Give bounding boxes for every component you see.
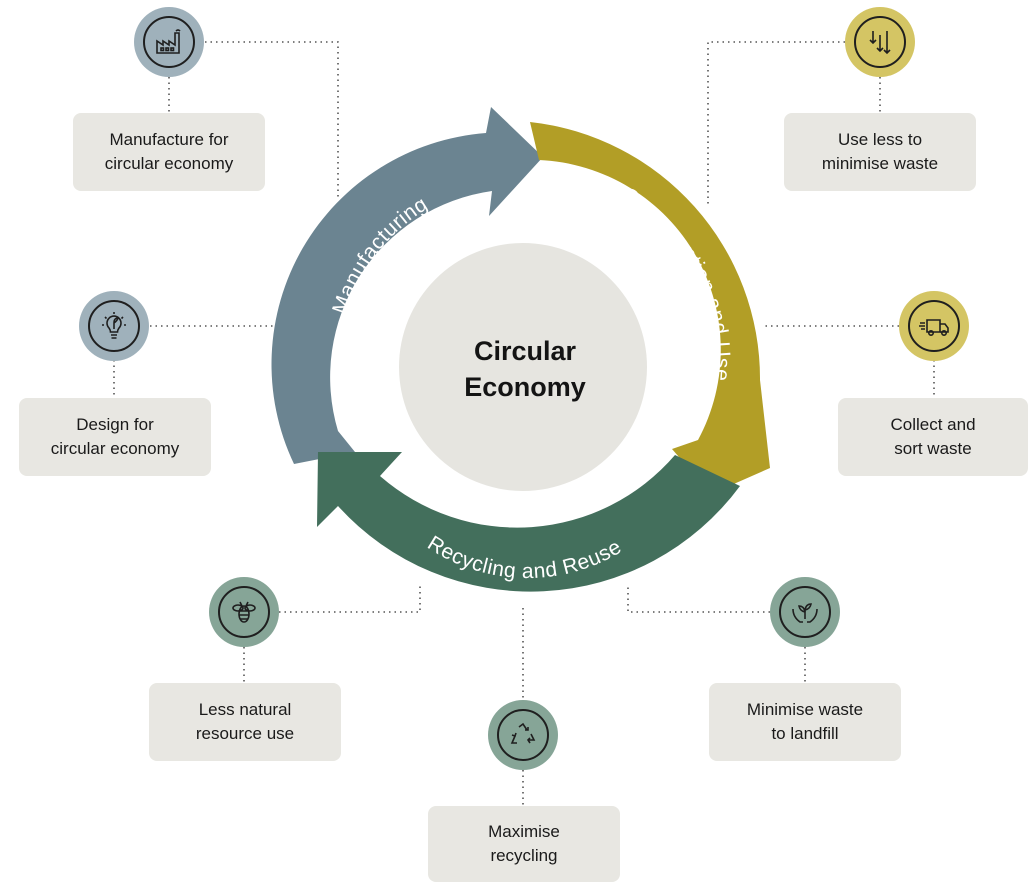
manufacture-line1: Manufacture for xyxy=(109,130,229,149)
factory-icon xyxy=(156,29,181,54)
manufacturing-arrow xyxy=(271,107,543,464)
less-resource-line2: resource use xyxy=(195,724,295,743)
collect-line2: sort waste xyxy=(894,439,972,458)
design-badge xyxy=(79,291,149,361)
hands-plant-icon xyxy=(792,603,818,623)
collect-badge xyxy=(899,291,969,361)
connector-less-resource xyxy=(279,585,421,613)
use-less-line1: Use less to xyxy=(837,130,923,149)
less-resource-box: Less natural resource use xyxy=(149,683,341,761)
design-line1: Design for xyxy=(76,415,154,434)
arrows-down-icon xyxy=(869,31,891,55)
center-circle xyxy=(399,243,647,491)
less-resource-badge xyxy=(209,577,279,647)
center-title-line2: Economy xyxy=(464,372,586,402)
design-line2: circular economy xyxy=(50,439,180,458)
landfill-line2: to landfill xyxy=(771,724,839,743)
collect-box: Collect and sort waste xyxy=(838,398,1028,476)
center-title: Circular Economy xyxy=(400,246,650,492)
landfill-box: Minimise waste to landfill xyxy=(709,683,901,761)
design-box: Design for circular economy xyxy=(19,398,211,476)
maximise-badge xyxy=(488,700,558,770)
maximise-line1: Maximise xyxy=(488,822,560,841)
manufacture-badge xyxy=(134,7,204,77)
center-title-line1: Circular xyxy=(473,336,577,366)
less-resource-line1: Less natural xyxy=(198,700,292,719)
manufacture-line2: circular economy xyxy=(104,154,234,173)
landfill-line1: Minimise waste xyxy=(746,700,864,719)
maximise-line2: recycling xyxy=(490,846,558,865)
use-less-line2: minimise waste xyxy=(821,154,939,173)
bee-icon xyxy=(232,601,256,623)
collect-line1: Collect and xyxy=(890,415,976,434)
recycle-icon xyxy=(510,722,536,744)
landfill-badge xyxy=(770,577,840,647)
connector-manufacture xyxy=(205,41,339,200)
lightbulb-leaf-icon xyxy=(102,312,126,339)
manufacture-box: Manufacture for circular economy xyxy=(73,113,265,191)
delivery-truck-icon xyxy=(919,319,949,336)
connector-landfill xyxy=(627,585,770,613)
consumption-arrow xyxy=(530,122,770,494)
use-less-box: Use less to minimise waste xyxy=(784,113,976,191)
use-less-badge xyxy=(845,7,915,77)
dotted-connectors xyxy=(113,41,935,806)
recycling-arrow xyxy=(317,452,740,592)
maximise-box: Maximise recycling xyxy=(428,806,620,882)
